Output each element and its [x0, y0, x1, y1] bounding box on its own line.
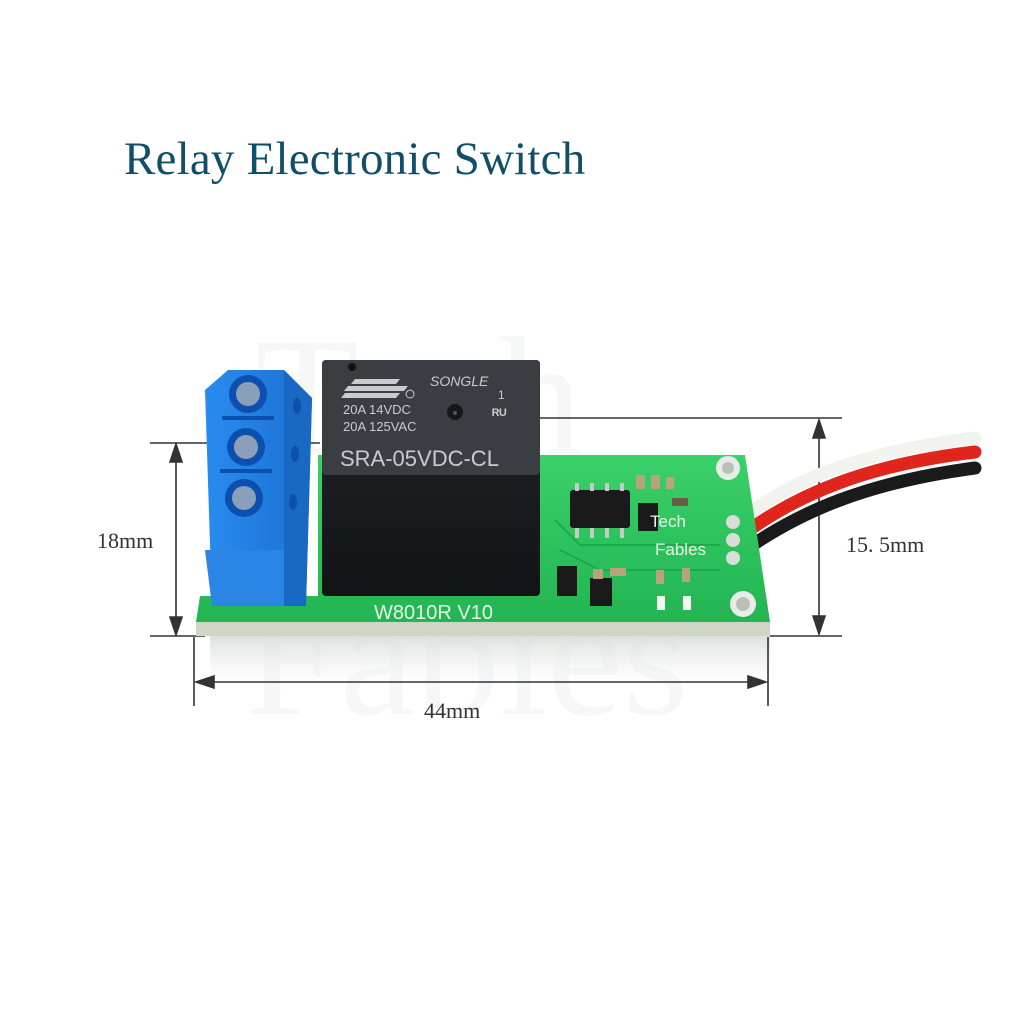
relay-brand: SONGLE [430, 373, 489, 389]
dimension-label-width: 44mm [424, 698, 481, 723]
relay-rating-dc: 20A 14VDC [343, 402, 411, 417]
ic-chip [570, 490, 630, 528]
relay-model-number: SRA-05VDC-CL [340, 446, 499, 471]
relay-pin-mark: 1 [498, 388, 505, 402]
ul-mark-icon: ᴿᵁ [492, 407, 506, 424]
smd-components [557, 475, 691, 610]
wire-white [731, 431, 982, 529]
dimension-label-height-right: 15. 5mm [846, 532, 925, 557]
board-reflection [210, 636, 770, 696]
songle-logo-icon [341, 379, 408, 398]
wire-bundle [731, 431, 982, 562]
dimension-15-5mm [540, 417, 842, 637]
watermark-small-fables: Fables [655, 540, 706, 559]
wire-red [731, 445, 982, 545]
relay-rating-ac: 20A 125VAC [343, 419, 416, 434]
relay-component: SONGLE 20A 14VDC 20A 125VAC 1 ᴿᵁ SRA-05V… [322, 360, 540, 596]
dimension-label-height-left: 18mm [97, 528, 154, 553]
pcb-silkscreen-label: W8010R V10 [374, 602, 493, 624]
wire-black [731, 461, 982, 562]
screw-terminal-block [205, 370, 312, 606]
page-title: Relay Electronic Switch [124, 133, 586, 185]
dimension-44mm [193, 637, 769, 706]
watermark-small-tech: Tech [650, 512, 686, 531]
